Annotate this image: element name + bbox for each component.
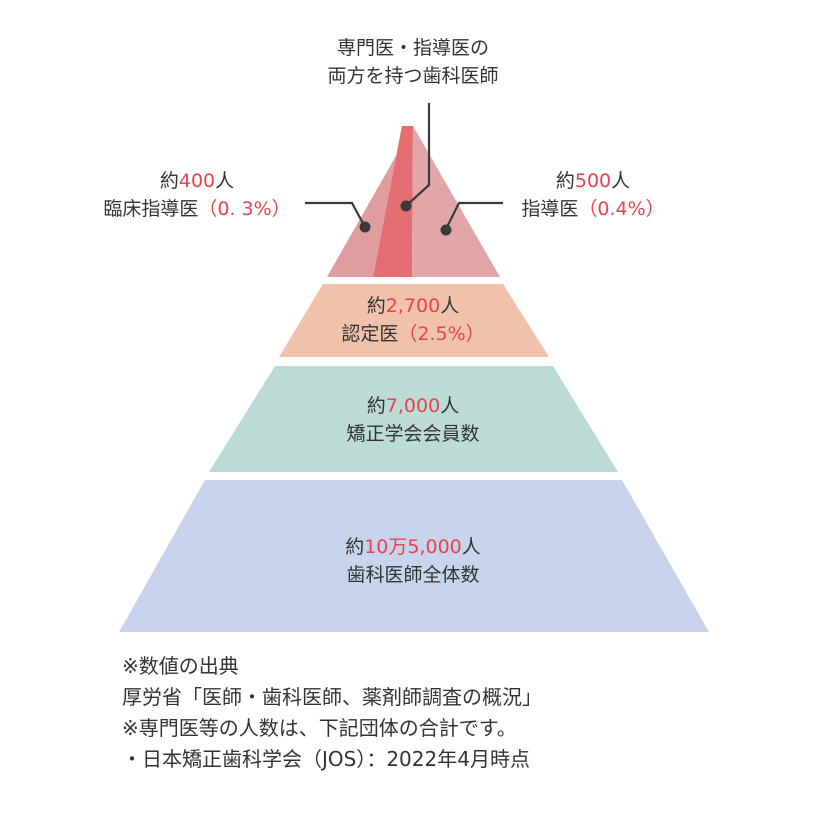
note-line-4: ・日本矯正歯科学会（JOS）：2022年4月時点 [122, 747, 530, 771]
tier-society-members [209, 366, 618, 472]
leader-line-right [445, 201, 503, 230]
left-label-name: 臨床指導医 [103, 198, 199, 220]
left-label-name-row: 臨床指導医（0. 3%） [92, 195, 302, 223]
tier-all-name: 歯科医師全体数 [346, 564, 480, 586]
top-label: 専門医・指導医の 両方を持つ歯科医師 [313, 34, 513, 90]
tier-certified-name: 認定医 [341, 323, 399, 345]
dot-left [359, 221, 371, 233]
tier-all-dentists [119, 480, 709, 632]
tier-certified-prefix: 約 [366, 295, 386, 317]
tier-certified-suffix: 人 [440, 295, 460, 317]
tier-all-prefix: 約 [345, 536, 365, 558]
tier-society-label: 約7,000人 矯正学会会員数 [313, 392, 513, 448]
tier-all-label: 約10万5,000人 歯科医師全体数 [293, 533, 533, 589]
tier-certified [279, 284, 549, 357]
tier-society-prefix: 約 [366, 395, 386, 417]
top-right-section [412, 126, 500, 277]
left-label: 約400人 臨床指導医（0. 3%） [92, 167, 302, 223]
dot-center [400, 200, 412, 212]
tier-society-suffix: 人 [440, 395, 460, 417]
left-label-count: 約400人 [92, 167, 302, 195]
source-notes: ※数値の出典 厚労省「医師・歯科医師、薬剤師調査の概況」 ※専門医等の人数は、下… [122, 651, 722, 775]
left-label-number: 400 [178, 170, 216, 192]
tier-society-number: 7,000 [385, 395, 441, 417]
tier-all-count: 約10万5,000人 [293, 533, 533, 561]
tier-all-suffix: 人 [461, 536, 481, 558]
right-label-name-row: 指導医（0.4%） [508, 195, 678, 223]
leader-line-center [406, 103, 431, 206]
left-label-percent: （0. 3%） [198, 198, 291, 220]
left-label-suffix: 人 [215, 170, 235, 192]
right-label-prefix: 約 [555, 170, 575, 192]
tier-certified-name-row: 認定医（2.5%） [313, 320, 513, 348]
left-label-prefix: 約 [159, 170, 179, 192]
top-label-line2: 両方を持つ歯科医師 [327, 65, 499, 87]
note-line-2: 厚労省「医師・歯科医師、薬剤師調査の概況」 [122, 685, 542, 709]
right-label-count: 約500人 [508, 167, 678, 195]
leader-line-left [305, 201, 366, 228]
tier-all-number: 10万5,000 [364, 536, 462, 558]
right-label: 約500人 指導医（0.4%） [508, 167, 678, 223]
tier-certified-label: 約2,700人 認定医（2.5%） [313, 292, 513, 348]
right-label-name: 指導医 [521, 198, 579, 220]
tier-certified-percent: （2.5%） [398, 323, 485, 345]
right-label-suffix: 人 [611, 170, 631, 192]
tier-society-name: 矯正学会会員数 [346, 423, 480, 445]
top-center-section [373, 126, 413, 277]
note-line-1: ※数値の出典 [122, 654, 239, 678]
dot-right [440, 224, 452, 236]
top-label-line1: 専門医・指導医の [336, 37, 489, 59]
right-label-number: 500 [574, 170, 612, 192]
tier-certified-count: 約2,700人 [313, 292, 513, 320]
right-label-percent: （0.4%） [578, 198, 665, 220]
note-line-3: ※専門医等の人数は、下記団体の合計です。 [122, 716, 517, 740]
tier-certified-number: 2,700 [385, 295, 441, 317]
top-left-section [327, 126, 413, 277]
tier-society-count: 約7,000人 [313, 392, 513, 420]
